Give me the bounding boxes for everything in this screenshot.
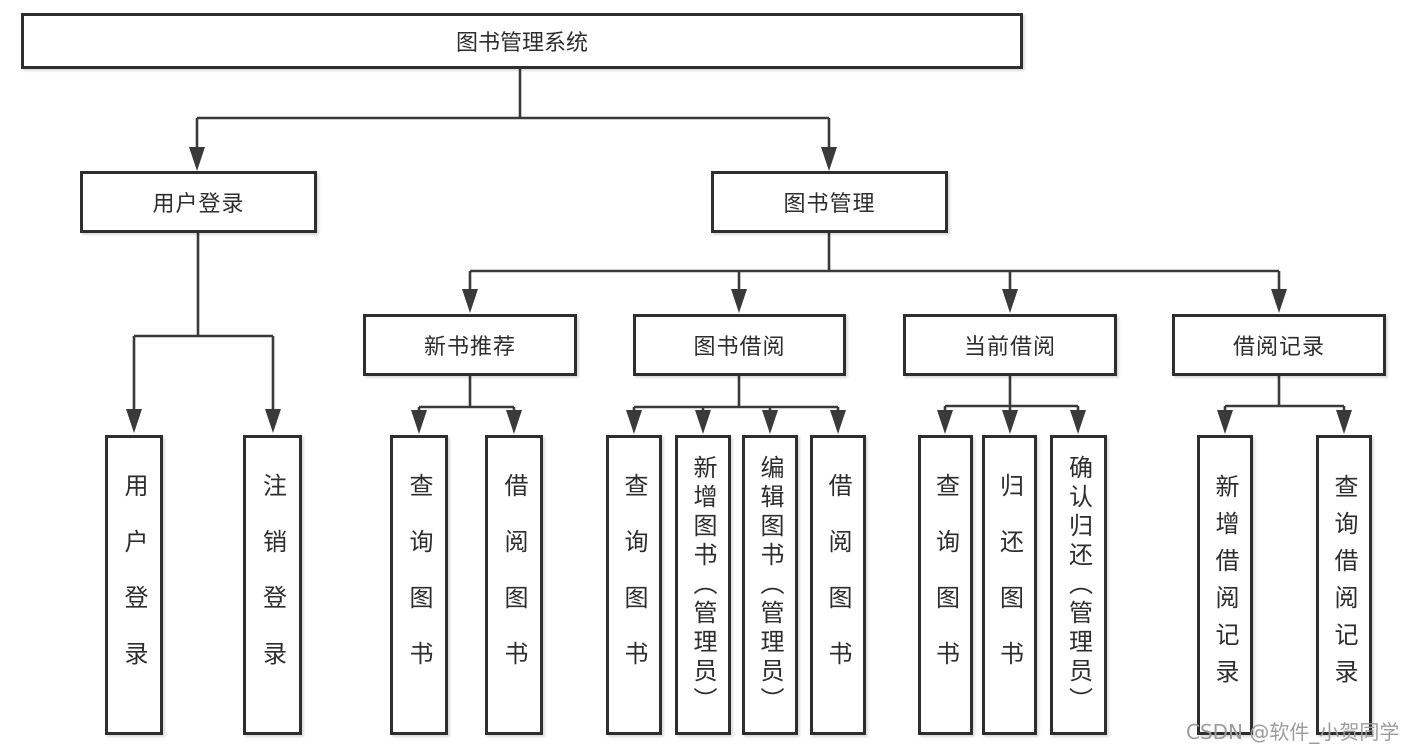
node-label: 注销登录 [258, 473, 287, 697]
node-label: 查询借阅记录 [1330, 474, 1358, 696]
node-book-borrow: 图书借阅 [633, 314, 846, 376]
node-label: 查询图书 [405, 473, 433, 697]
node-root: 图书管理系统 [21, 13, 1023, 69]
node-label: 确认归还（管理员） [1064, 454, 1093, 716]
node-label: 用户登录 [120, 473, 148, 697]
leaf-borrow-query-books: 查询图书 [606, 435, 662, 735]
leaf-recommend-query-books: 查询图书 [390, 435, 448, 735]
csdn-watermark: CSDN @软件_小贺同学 [1186, 720, 1400, 744]
arrowheads [126, 147, 1352, 434]
node-label: 编辑图书（管理员） [756, 454, 784, 716]
node-label: 新书推荐 [423, 335, 516, 360]
node-current-borrow: 当前借阅 [903, 314, 1117, 376]
leaf-record-add-borrow-record: 新增借阅记录 [1197, 435, 1253, 735]
leaf-borrow-add-books-admin: 新增图书（管理员） [675, 435, 731, 735]
node-user-login: 用户登录 [80, 171, 317, 233]
leaf-recommend-borrow-books: 借阅图书 [485, 435, 543, 735]
node-label: 借阅记录 [1232, 335, 1325, 360]
node-label: 新增图书（管理员） [689, 454, 717, 716]
node-label: 查询图书 [931, 473, 960, 697]
leaf-current-query-books: 查询图书 [918, 435, 973, 735]
leaf-current-confirm-return-admin: 确认归还（管理员） [1050, 435, 1107, 735]
node-label: 用户登录 [152, 192, 245, 217]
leaf-logout: 注销登录 [243, 435, 302, 735]
node-label: 查询图书 [620, 473, 648, 697]
node-borrow-record: 借阅记录 [1172, 314, 1386, 376]
node-label: 图书借阅 [693, 335, 786, 360]
node-label: 归还图书 [995, 473, 1024, 697]
node-label: 借阅图书 [824, 473, 852, 697]
leaf-current-return-books: 归还图书 [982, 435, 1037, 735]
node-book-management: 图书管理 [711, 171, 948, 233]
leaf-borrow-edit-books-admin: 编辑图书（管理员） [742, 435, 798, 735]
node-new-book-recommend: 新书推荐 [363, 314, 577, 376]
leaf-borrow-borrow-books: 借阅图书 [810, 435, 866, 735]
node-label: 新增借阅记录 [1211, 474, 1239, 696]
node-label: 图书管理 [783, 192, 876, 217]
leaf-record-query-borrow-record: 查询借阅记录 [1316, 435, 1372, 735]
node-label: 当前借阅 [963, 335, 1056, 360]
leaf-user-login: 用户登录 [105, 435, 163, 735]
node-label: 借阅图书 [500, 473, 528, 697]
node-label: 图书管理系统 [455, 31, 588, 56]
